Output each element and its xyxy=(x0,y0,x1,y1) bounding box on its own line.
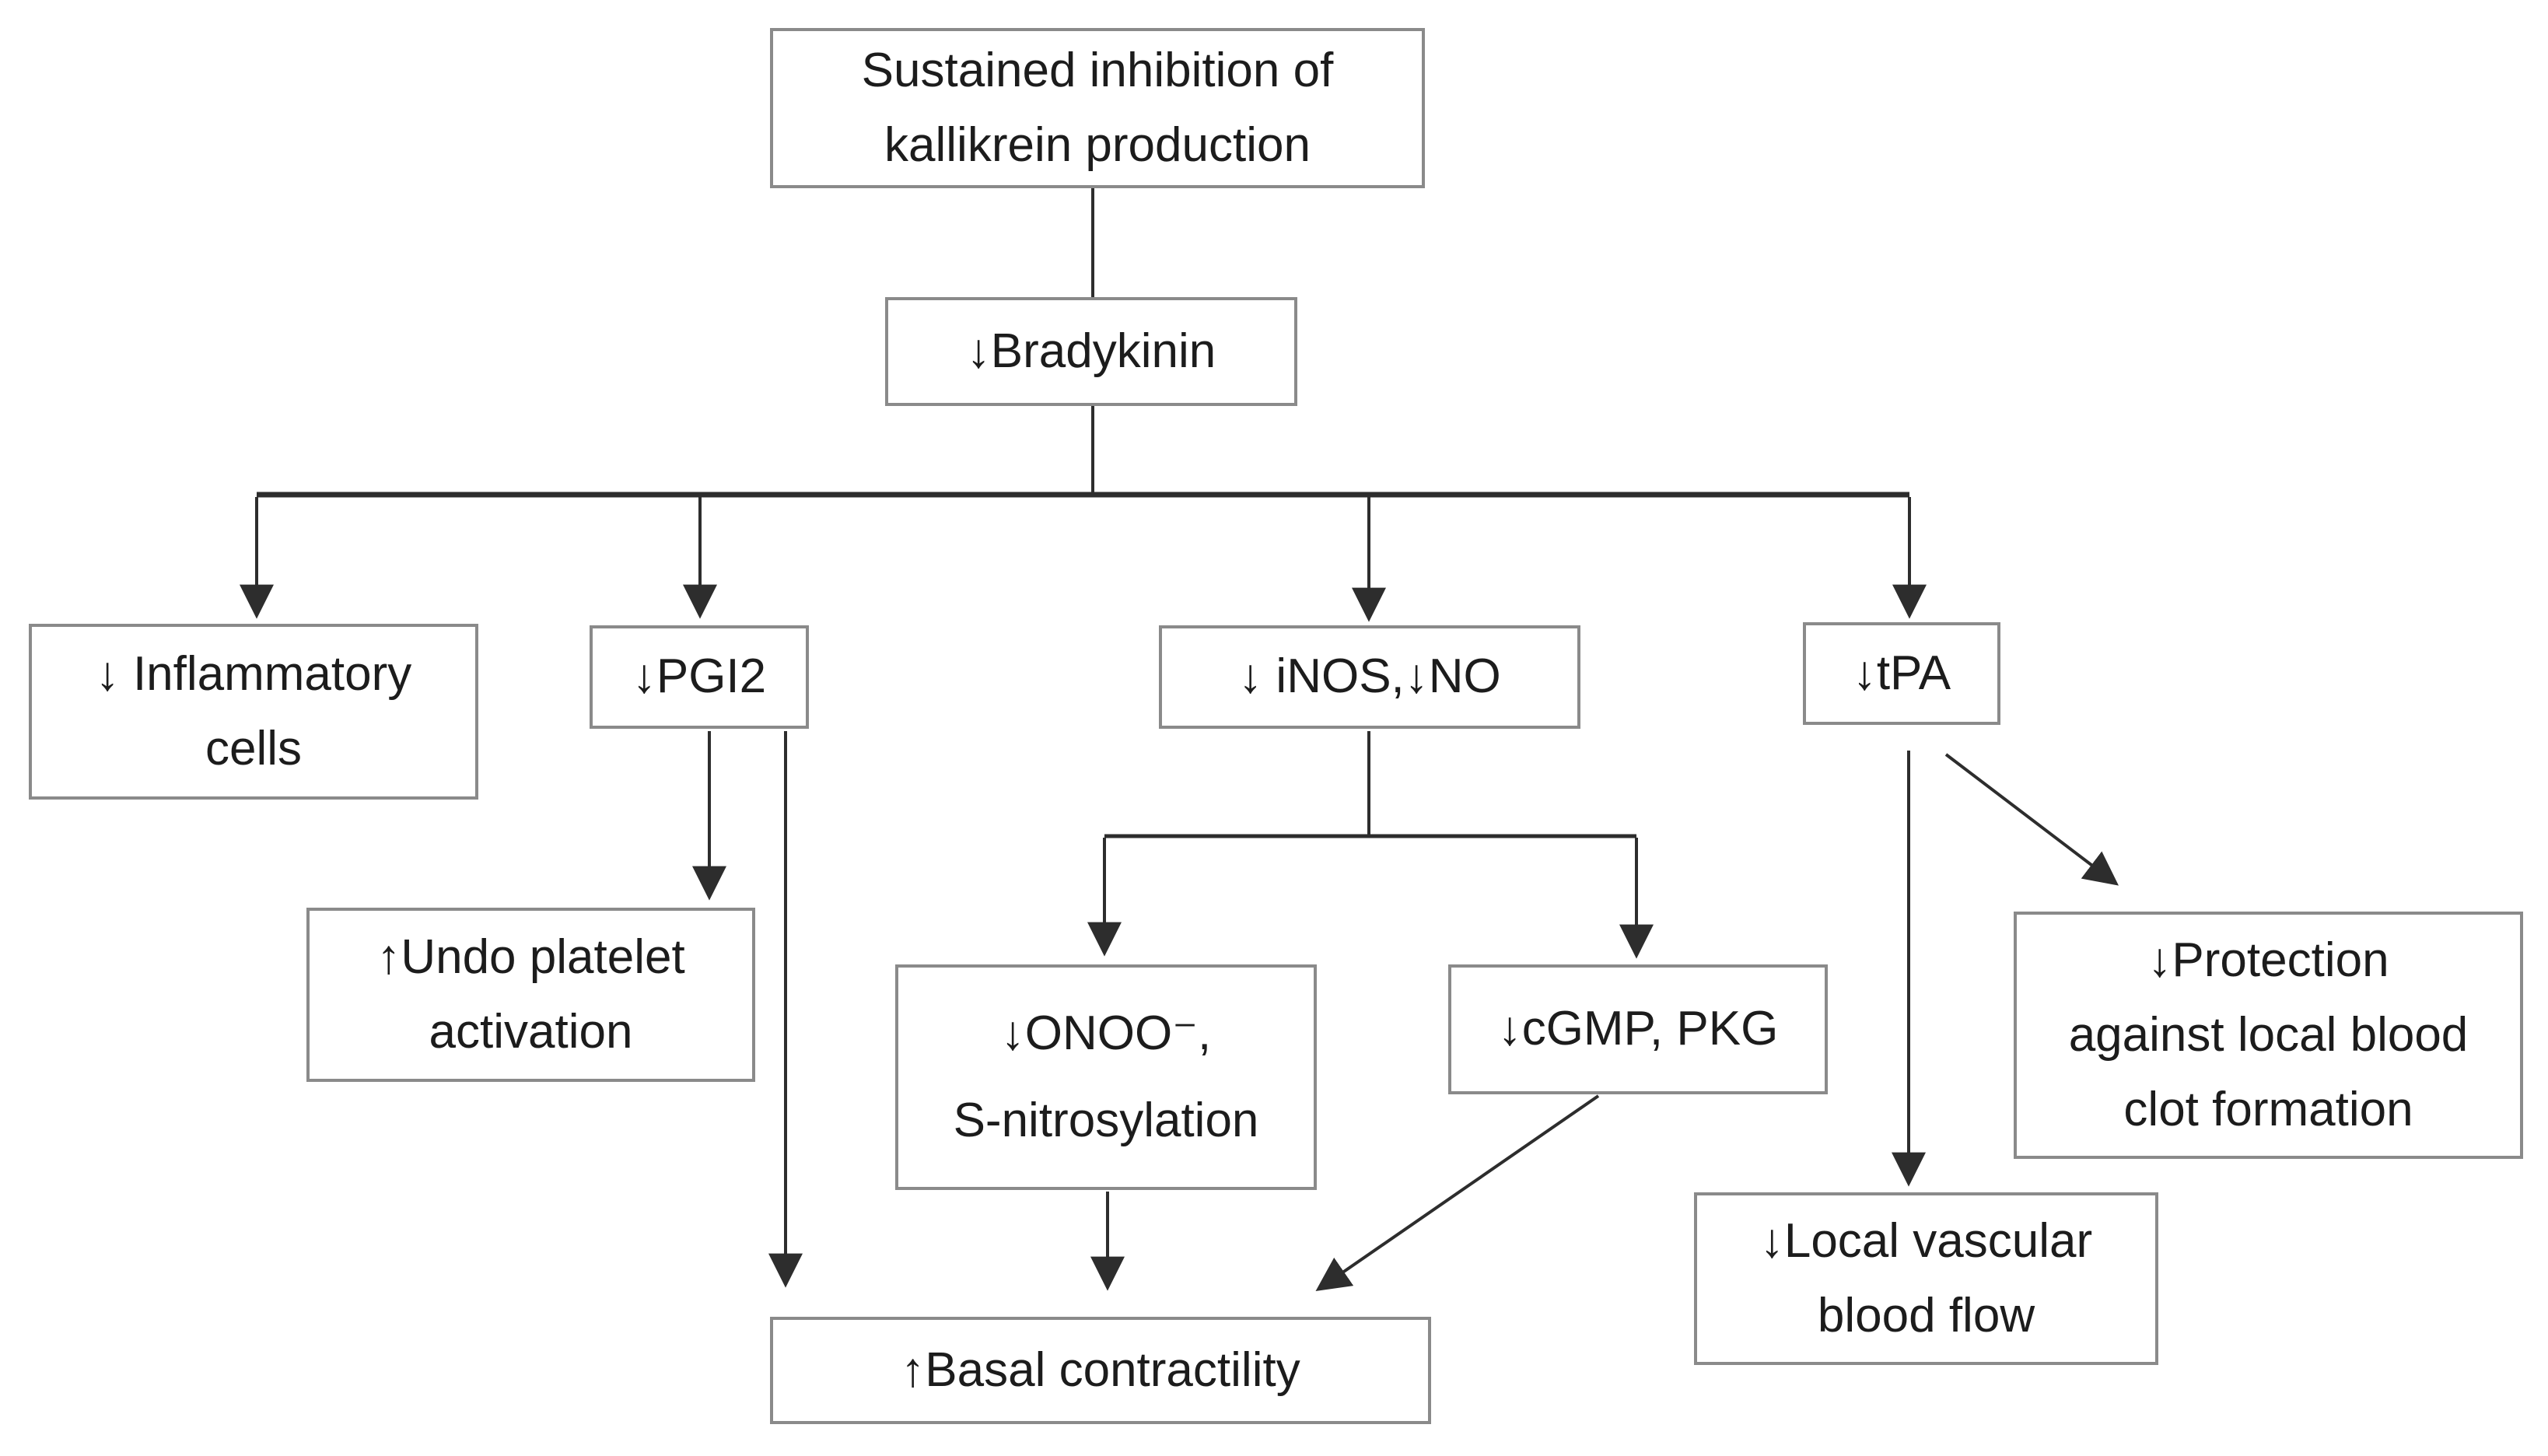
node-label: ↓ Inflammatory cells xyxy=(95,646,412,775)
node-protection-blood-clot: ↓Protection against local blood clot for… xyxy=(2014,912,2523,1159)
node-label: ↑Undo platelet activation xyxy=(376,929,685,1059)
node-label: ↓ iNOS,↓NO xyxy=(1238,649,1501,704)
node-label: ↓cGMP, PKG xyxy=(1497,1002,1779,1056)
node-inflammatory-cells: ↓ Inflammatory cells xyxy=(29,624,478,800)
node-onoo-s-nitrosylation: ↓ONOO⁻, S-nitrosylation xyxy=(895,964,1317,1190)
node-label: ↓Protection against local blood clot for… xyxy=(2068,933,2469,1137)
node-label: ↓tPA xyxy=(1852,646,1951,700)
node-label: ↓ONOO⁻, S-nitrosylation xyxy=(953,1006,1259,1147)
node-undo-platelet-activation: ↑Undo platelet activation xyxy=(306,908,755,1082)
node-label: ↓Local vascular blood flow xyxy=(1759,1213,2093,1342)
node-sustained-inhibition-kallikrein: Sustained inhibition of kallikrein produ… xyxy=(770,28,1425,188)
node-cgmp-pkg: ↓cGMP, PKG xyxy=(1448,964,1828,1094)
node-bradykinin: ↓Bradykinin xyxy=(885,297,1297,406)
node-inos-no: ↓ iNOS,↓NO xyxy=(1159,625,1580,729)
node-label: ↑Basal contractility xyxy=(901,1342,1300,1397)
node-basal-contractility: ↑Basal contractility xyxy=(770,1317,1431,1424)
edge-cgmp-basal xyxy=(1315,1094,1600,1292)
node-label: ↓Bradykinin xyxy=(966,324,1216,378)
edge-tpa-protection xyxy=(1944,753,2119,886)
node-label: Sustained inhibition of kallikrein produ… xyxy=(861,43,1334,172)
node-local-vascular-blood-flow: ↓Local vascular blood flow xyxy=(1694,1192,2158,1365)
node-tpa: ↓tPA xyxy=(1803,622,2000,725)
node-pgi2: ↓PGI2 xyxy=(590,625,809,729)
node-label: ↓PGI2 xyxy=(632,649,767,704)
